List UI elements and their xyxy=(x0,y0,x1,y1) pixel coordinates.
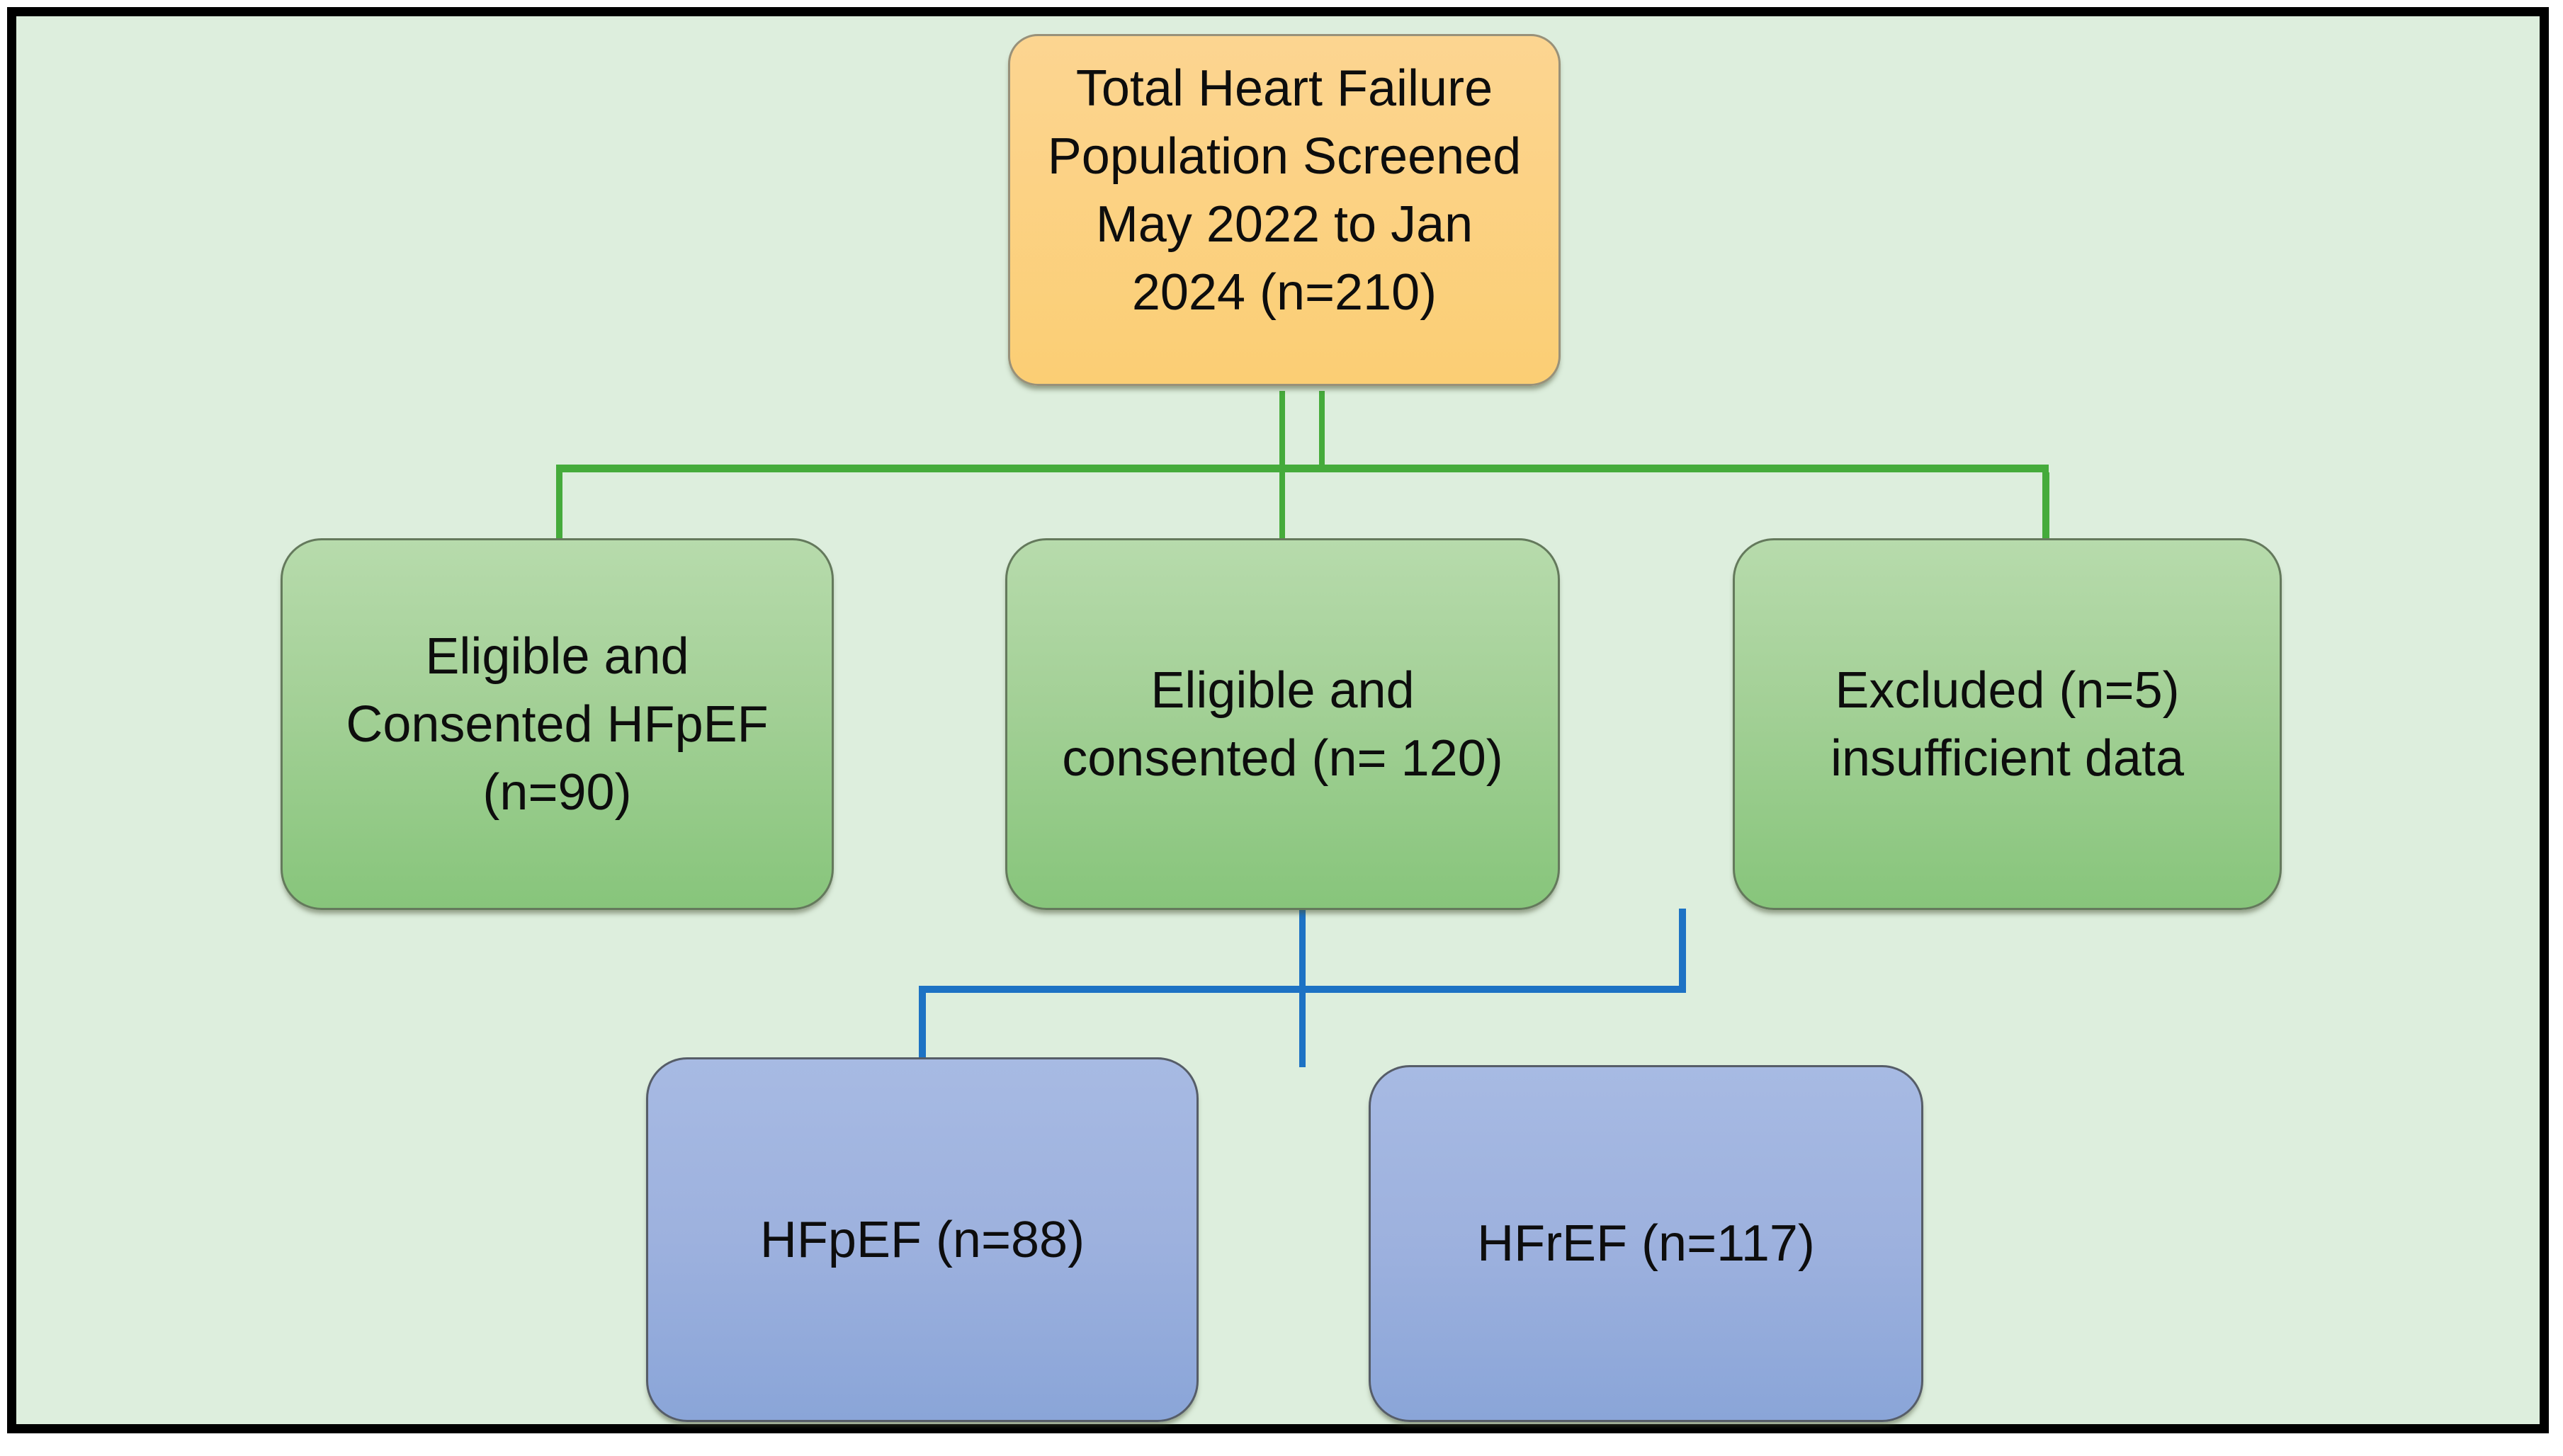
connector-total-stem-left xyxy=(1279,391,1285,466)
node-total-screened: Total Heart Failure Population Screened … xyxy=(1008,34,1561,386)
connector-drop-to-eligible-hfpef xyxy=(556,472,562,540)
connector-drop-to-eligible-consented xyxy=(1279,472,1285,540)
node-total-screened-label: Total Heart Failure Population Screened … xyxy=(1047,60,1522,321)
connector-level1-horizontal-bar xyxy=(556,465,2049,472)
node-eligible-consented-label: Eligible and consented (n= 120) xyxy=(1062,661,1503,787)
node-excluded-label: Excluded (n=5) insufficient data xyxy=(1830,661,2184,787)
node-eligible-consented: Eligible and consented (n= 120) xyxy=(1005,538,1560,910)
node-eligible-consented-hfpef-label: Eligible and Consented HFpEF (n=90) xyxy=(346,627,769,821)
connector-level2-horizontal-bar xyxy=(919,986,1686,993)
node-hfref: HFrEF (n=117) xyxy=(1369,1065,1923,1422)
connector-riser-right xyxy=(1679,909,1686,986)
connector-drop-to-excluded xyxy=(2042,472,2049,540)
node-hfpef-label: HFpEF (n=88) xyxy=(759,1211,1085,1268)
node-hfpef: HFpEF (n=88) xyxy=(646,1057,1199,1422)
connector-total-stem-right xyxy=(1319,391,1325,466)
node-hfref-label: HFrEF (n=117) xyxy=(1477,1215,1815,1272)
connector-drop-to-hfpef xyxy=(919,993,926,1058)
node-excluded: Excluded (n=5) insufficient data xyxy=(1733,538,2282,910)
node-eligible-consented-hfpef: Eligible and Consented HFpEF (n=90) xyxy=(281,538,834,910)
